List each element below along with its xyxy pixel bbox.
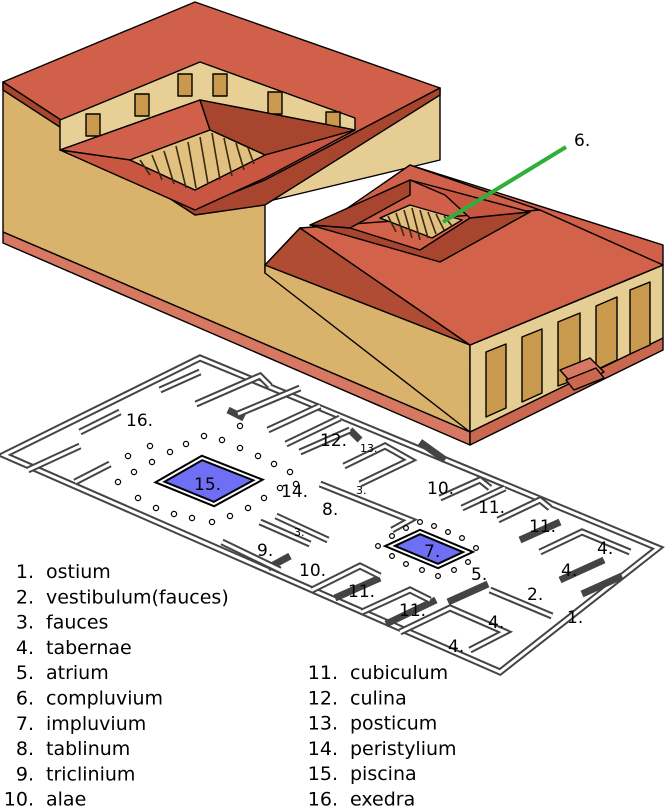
label-4b: 4. [561,561,577,581]
label-2: 2. [527,585,543,605]
label-14: 14. [281,482,308,502]
label-8: 8. [322,500,338,520]
legend-term: tabernae [46,637,132,659]
label-16: 16. [126,411,153,431]
entrance-steps-lower [565,367,605,391]
peristyle-columns [114,422,300,526]
compluvium-pointer-line [441,145,568,224]
label-10a: 10. [427,479,454,499]
legend-right: 11. cubiculum 12. culina 13. posticum 14. peris… [308,662,457,807]
legend-term: alae [46,789,86,807]
label-13: 13. [360,442,378,455]
legend-number: 12. [308,687,338,709]
legend-number: 4. [16,637,34,659]
legend-number: 3. [16,612,34,634]
house-3d [2,1,664,446]
window-3 [177,73,193,97]
label-7: 7. [424,542,440,562]
label-10b: 10. [299,561,326,581]
compluvium-opening [379,204,463,239]
label-3a: 3. [356,484,367,497]
label-11d: 11. [399,601,426,621]
legend-number: 13. [308,713,338,735]
legend-term: tablinum [46,738,130,760]
label-4d: 4. [448,637,464,657]
legend-term: ostium [46,561,111,583]
legend-number: 1. [16,561,34,583]
atrium-columns [375,518,480,579]
legend-term: fauces [46,612,108,634]
legend-term: posticum [350,713,437,735]
legend-term: culina [350,687,407,709]
label-4a: 4. [597,539,613,559]
legend-term: triclinium [46,763,135,785]
legend-number: 7. [16,713,34,735]
plan-labels: 16. 12. 13. 15. 14. 3. 8. 10. 11. 11. 4.… [126,411,613,657]
legend-number: 10. [4,789,34,807]
label-6: 6. [574,131,590,151]
label-9: 9. [257,541,273,561]
legend-term: compluvium [46,688,163,710]
legend-number: 5. [16,662,34,684]
label-12: 12. [320,431,347,451]
legend-term: cubiculum [350,662,448,684]
legend-term: impluvium [46,713,146,735]
label-1: 1. [567,608,583,628]
atrium-roof-front [309,211,531,263]
legend-term: vestibulum(fauces) [46,586,229,608]
legend-term: piscina [350,763,417,785]
label-11c: 11. [348,582,375,602]
back-court-stripes [139,132,255,189]
label-4c: 4. [488,613,504,633]
legend-number: 11. [308,662,338,684]
legend-term: atrium [46,662,109,684]
legend-term: exedra [350,789,415,807]
legend-number: 15. [308,763,338,785]
legend-number: 6. [16,688,34,710]
legend-number: 16. [308,789,338,807]
legend-number: 14. [308,738,338,760]
label-11a: 11. [478,498,505,518]
label-5: 5. [471,565,487,585]
legend-number: 9. [16,763,34,785]
legend-number: 2. [16,586,34,608]
floor-plan [0,354,665,677]
window-4 [212,73,228,97]
label-3b: 3. [294,526,305,539]
interior-walls-inner [27,370,631,652]
label-15: 15. [194,475,221,495]
window-2 [134,93,150,117]
legend-left: 1. ostium 2. vestibulum(fauces) 3. fauces 4. ta… [4,561,229,807]
window-5 [267,91,283,115]
label-11b: 11. [529,517,556,537]
legend-term: peristylium [350,738,457,760]
window-1 [85,113,101,137]
legend-number: 8. [16,738,34,760]
